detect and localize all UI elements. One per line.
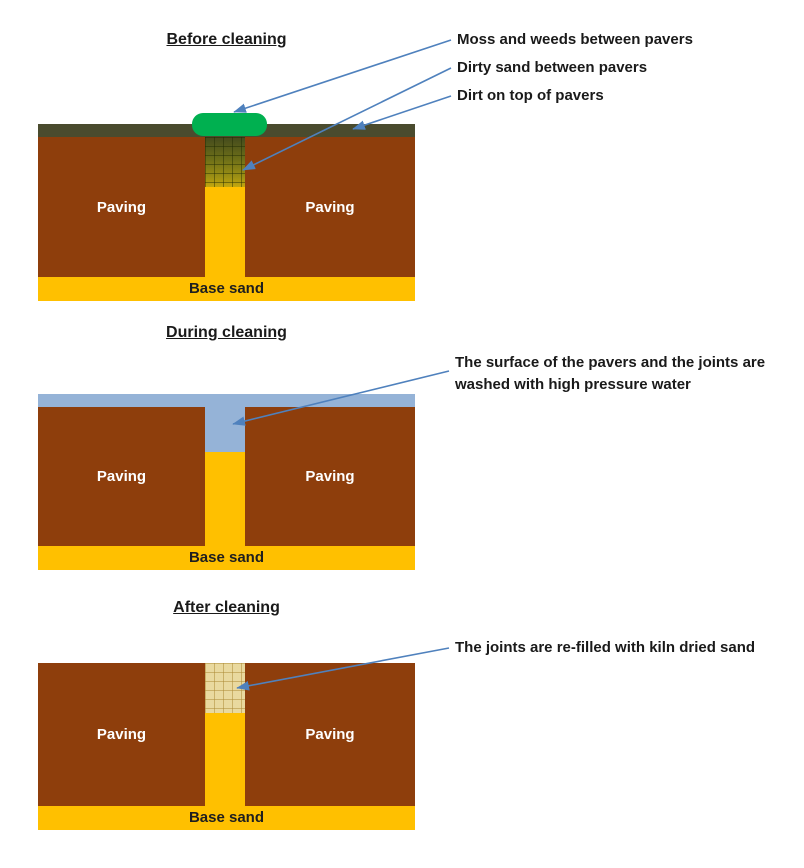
base-sand-label: Base sand: [188, 809, 265, 826]
joint-sand: [205, 713, 245, 806]
joint-sand: [205, 452, 245, 546]
moss-blob: [192, 113, 267, 136]
paving-label: Paving: [96, 726, 147, 743]
base-sand-label: Base sand: [188, 280, 265, 297]
annotation-pressure-wash: The surface of the pavers and the joints…: [455, 354, 766, 393]
annotation-dirt-on-top: Dirt on top of pavers: [457, 87, 604, 104]
annotation-refill-sand: The joints are re-filled with kiln dried…: [455, 639, 756, 656]
paving-label: Paving: [305, 726, 355, 743]
paving-block-right: Paving: [245, 137, 415, 277]
base-sand-layer: Base sand: [38, 277, 415, 301]
paving-block-right: Paving: [245, 407, 415, 546]
section-title-after: After cleaning: [173, 599, 280, 616]
paving-label: Paving: [305, 468, 355, 485]
paving-block-left: Paving: [38, 663, 205, 806]
paving-label: Paving: [96, 468, 147, 485]
joint-kiln-dried-sand: [205, 663, 245, 713]
joint-dirty-sand: [205, 137, 245, 187]
joint-sand: [205, 187, 245, 277]
section-title-before: Before cleaning: [166, 31, 287, 48]
paving-block-left: Paving: [38, 137, 205, 277]
base-sand-label: Base sand: [188, 549, 265, 566]
joint-water: [205, 407, 245, 452]
arrow-to-moss: [233, 39, 452, 113]
annotation-dirty-sand: Dirty sand between pavers: [457, 59, 648, 76]
annotation-moss-weeds: Moss and weeds between pavers: [457, 31, 693, 48]
base-sand-layer: Base sand: [38, 546, 415, 570]
paving-label: Paving: [305, 198, 355, 216]
base-sand-layer: Base sand: [38, 806, 415, 830]
paving-block-right: Paving: [245, 663, 415, 806]
section-title-during: During cleaning: [166, 324, 287, 341]
paving-label: Paving: [96, 198, 147, 216]
paving-block-left: Paving: [38, 407, 205, 546]
water-layer: [38, 394, 415, 407]
